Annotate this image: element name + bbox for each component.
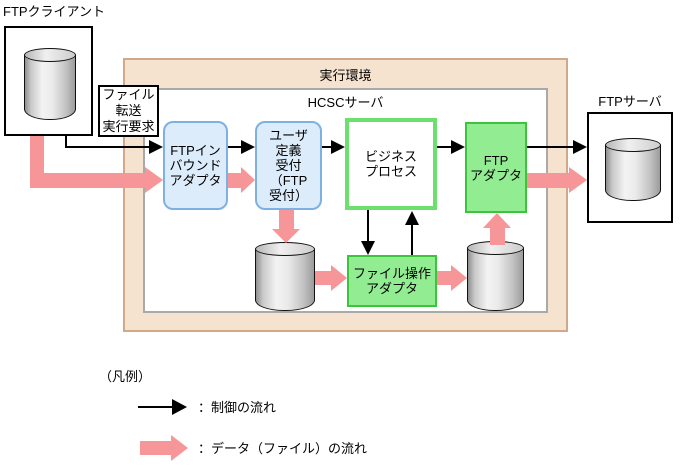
- arrow-line: [138, 406, 172, 408]
- business-process-line: プロセス: [364, 164, 417, 179]
- arrow-head-icon: [483, 213, 511, 228]
- legend-control-flow-label: ：制御の流れ: [198, 400, 277, 415]
- arrow-shaft: [437, 271, 451, 285]
- arrow-head-icon: [331, 265, 347, 291]
- work-db-cylinder-left: [255, 242, 315, 311]
- cylinder-top: [605, 138, 661, 152]
- arrow-shaft: [228, 173, 241, 188]
- business-process-line: ビジネス: [364, 149, 417, 164]
- cylinder-body: [467, 248, 524, 311]
- ftp-server-db-cylinder: [605, 138, 661, 201]
- arrow-line: [437, 146, 451, 148]
- ftp-adapter-node: FTP アダプタ: [465, 122, 527, 213]
- arrow-line: [322, 146, 331, 148]
- ftp-inbound-adapter-line: アダプタ: [169, 173, 222, 188]
- cylinder-body: [255, 249, 315, 311]
- arrow-line: [65, 136, 67, 148]
- arrow-head-icon: [451, 140, 465, 154]
- file-transfer-request-line: 転送: [115, 103, 142, 118]
- arrow-head-icon: [172, 399, 187, 415]
- arrow-shaft: [279, 210, 294, 229]
- file-operation-adapter-line: アダプタ: [365, 281, 418, 296]
- legend-title: （凡例）: [99, 369, 152, 384]
- ftp-client-db-cylinder: [24, 48, 76, 120]
- user-defined-reception-line: 受付: [275, 158, 302, 173]
- file-operation-adapter-node: ファイル操作 アダプタ: [347, 255, 437, 307]
- arrow-head-icon: [573, 140, 587, 154]
- arrow-line: [527, 146, 573, 148]
- ftp-inbound-adapter-line: FTPイン: [170, 143, 221, 158]
- legend-data-flow-label: ：データ（ファイル）の流れ: [198, 441, 368, 456]
- arrow-head-icon: [405, 211, 419, 225]
- user-defined-reception-line: （FTP: [269, 173, 308, 188]
- arrow-head-icon: [171, 435, 188, 461]
- cylinder-body: [24, 55, 76, 120]
- arrow-line: [65, 146, 149, 148]
- ftp-inbound-adapter-node: FTPイン バウンド アダプタ: [163, 121, 228, 210]
- file-transfer-request-line: 実行要求: [102, 119, 155, 134]
- file-operation-adapter-line: ファイル操作: [352, 266, 431, 281]
- cylinder-top: [255, 242, 315, 256]
- arrow-head-icon: [241, 140, 255, 154]
- cylinder-body: [605, 145, 661, 201]
- arrow-shaft: [140, 441, 171, 455]
- file-transfer-request-line: ファイル: [102, 87, 155, 102]
- hcsc-server-title: HCSCサーバ: [307, 95, 384, 110]
- user-defined-reception-line: 定義: [275, 143, 302, 158]
- arrow-head-icon: [149, 140, 163, 154]
- arrow-shaft: [527, 173, 569, 188]
- business-process-node: ビジネス プロセス: [345, 118, 437, 210]
- arrow-head-icon: [241, 167, 255, 193]
- user-defined-reception-node: ユーザ 定義 受付 （FTP 受付）: [255, 121, 322, 210]
- arrow-line: [367, 210, 369, 241]
- ftp-client-label: FTPクライアント: [3, 4, 106, 19]
- user-defined-reception-line: ユーザ: [269, 128, 308, 143]
- arrow-head-icon: [569, 167, 587, 193]
- arrow-head-icon: [272, 229, 300, 243]
- ftp-adapter-line: アダプタ: [469, 167, 522, 183]
- arrow-line: [228, 146, 241, 148]
- arrow-head-icon: [361, 241, 375, 255]
- user-defined-reception-line: 受付）: [268, 188, 308, 203]
- arrow-shaft: [315, 271, 331, 285]
- cylinder-top: [24, 48, 76, 62]
- arrow-head-icon: [451, 265, 467, 291]
- arrow-line: [411, 225, 413, 255]
- ftp-server-label: FTPサーバ: [598, 94, 662, 109]
- work-db-cylinder-right: [467, 241, 524, 311]
- arrow-head-icon: [331, 140, 345, 154]
- arrow-head-icon: [145, 167, 163, 193]
- execution-env-title: 実行環境: [319, 68, 372, 83]
- ftp-inbound-adapter-line: バウンド: [169, 158, 222, 173]
- arrow-shaft: [490, 228, 505, 245]
- file-transfer-request-box: ファイル 転送 実行要求: [98, 85, 159, 137]
- ftp-adapter-line: FTP: [483, 152, 509, 168]
- arrow-shaft: [30, 173, 145, 188]
